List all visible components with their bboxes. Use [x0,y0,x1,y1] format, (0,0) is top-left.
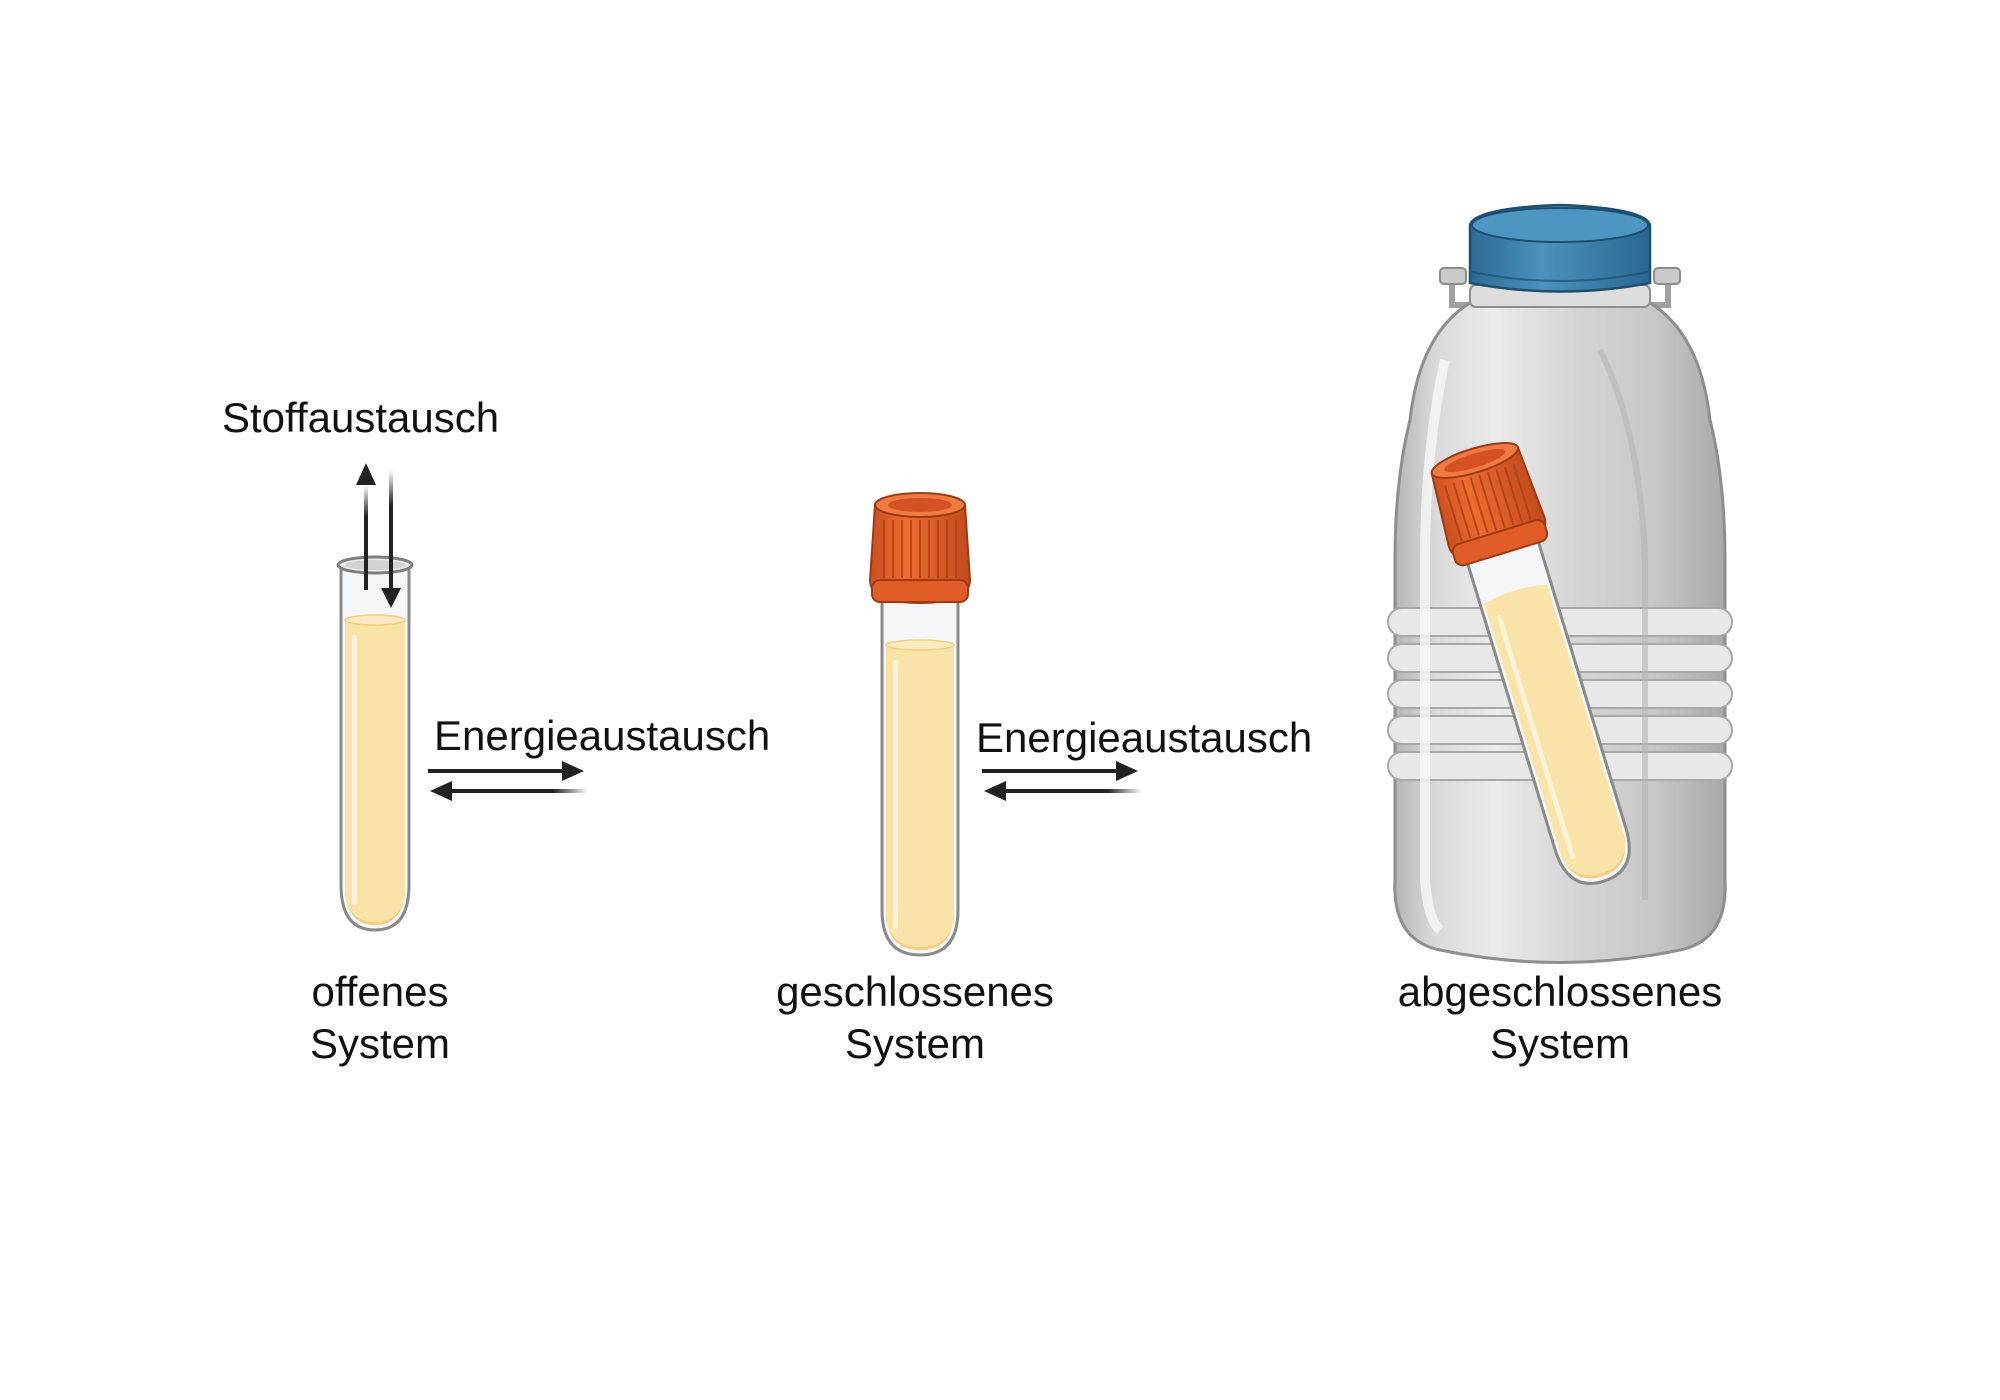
energy-exchange-label-2: Energieaustausch [976,714,1313,761]
blue-lid [1468,203,1652,293]
tilted-test-tube [1430,442,1631,885]
orange-screw-cap [868,492,972,605]
matter-exchange-arrows [356,463,401,608]
open-test-tube [336,555,414,932]
open-system-caption: offenes System [230,966,530,1070]
matter-exchange-label: Stoffaustausch [222,394,500,441]
isolated-system-line1: abgeschlossenes [1397,968,1723,1015]
isolated-system-caption: abgeschlossenes System [1370,966,1750,1070]
energy-exchange-arrows-1 [428,761,588,801]
closed-system-line1: geschlossenes [776,968,1054,1015]
isolated-system-line2: System [1489,1020,1631,1067]
closed-system-caption: geschlossenes System [745,966,1085,1070]
open-system-line1: offenes [311,968,449,1015]
energy-exchange-label-1: Energieaustausch [434,712,771,759]
energy-exchange-arrows-2 [982,761,1142,801]
closed-test-tube [880,598,960,957]
closed-system-line2: System [844,1020,986,1067]
open-system-line2: System [309,1020,451,1067]
